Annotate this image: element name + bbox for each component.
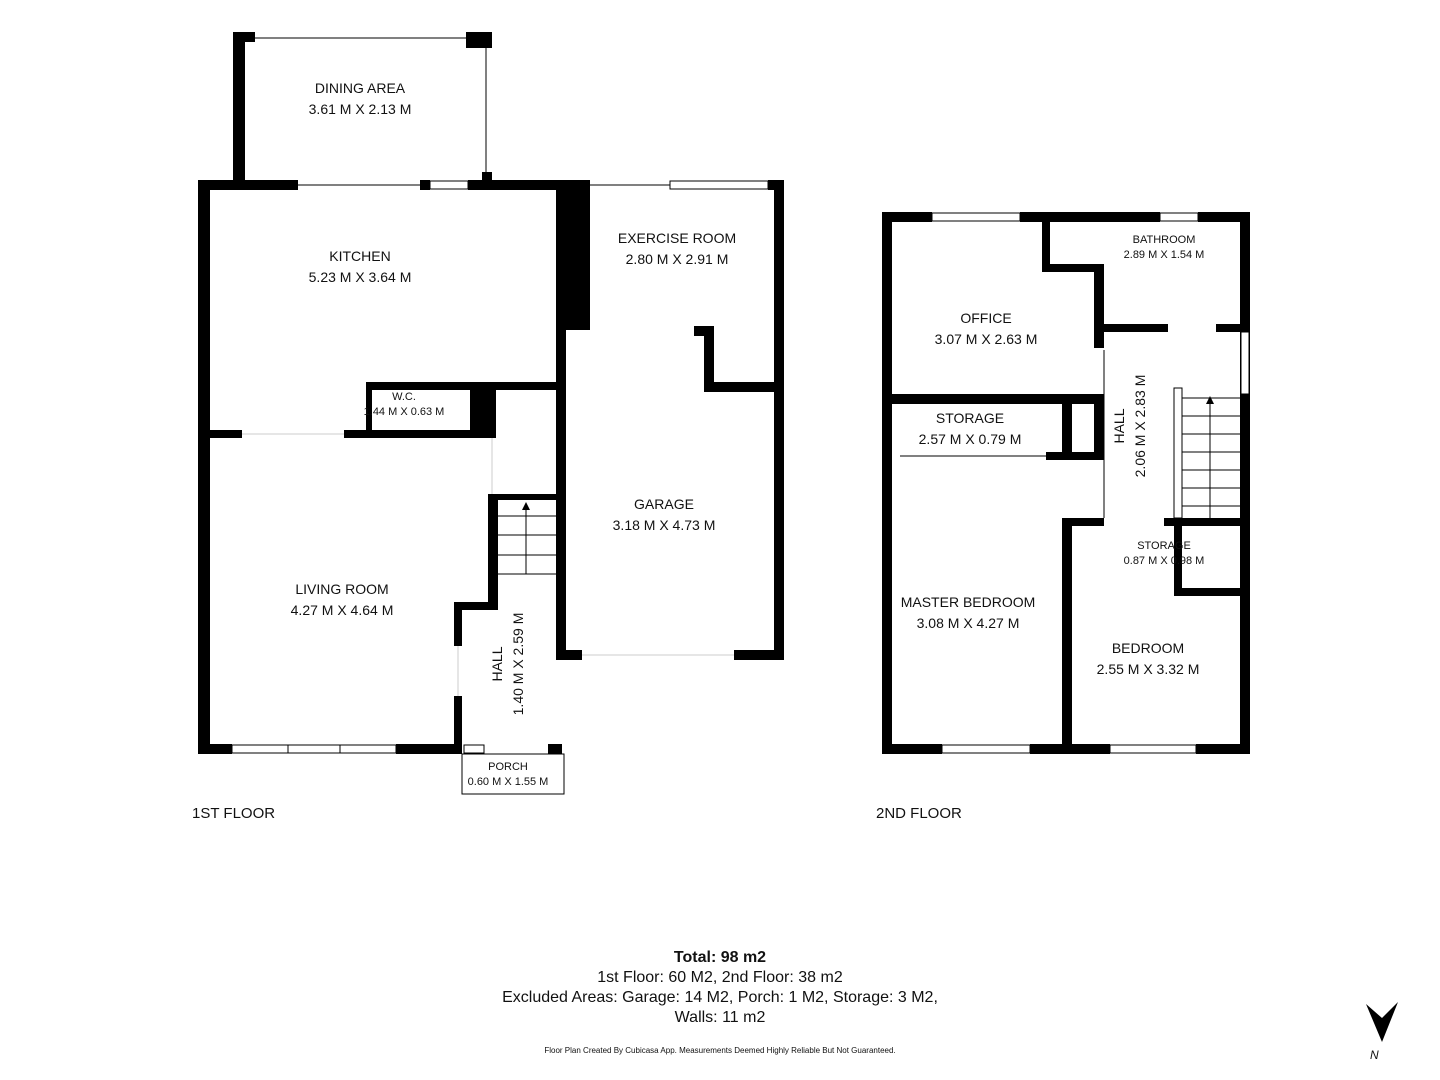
room-name: HALL	[1111, 408, 1127, 444]
room-porch: PORCH 0.60 M X 1.55 M	[468, 760, 549, 790]
area-summary: Total: 98 m2 1st Floor: 60 M2, 2nd Floor…	[502, 948, 938, 1028]
room-name: BATHROOM	[1132, 234, 1196, 246]
room-kitchen: KITCHEN 5.23 M X 3.64 M	[309, 246, 412, 288]
room-name: OFFICE	[960, 310, 1012, 326]
room-name: HALL	[489, 646, 505, 682]
room-dimensions: 2.89 M X 1.54 M	[1123, 249, 1205, 261]
walls-second-floor	[882, 212, 1250, 754]
room-name: MASTER BEDROOM	[900, 594, 1036, 610]
room-dimensions: 5.23 M X 3.64 M	[308, 269, 412, 285]
room-dimensions: 2.55 M X 3.32 M	[1096, 661, 1200, 677]
room-dimensions: 3.18 M X 4.73 M	[612, 517, 716, 533]
room-dimensions: 3.61 M X 2.13 M	[308, 101, 412, 117]
room-bathroom: BATHROOM 2.89 M X 1.54 M	[1124, 233, 1205, 263]
room-dimensions: 0.60 M X 1.55 M	[467, 776, 549, 788]
room-dimensions: 3.08 M X 4.27 M	[916, 615, 1020, 631]
room-name: EXERCISE ROOM	[617, 230, 737, 246]
windows	[231, 180, 1250, 754]
room-dimensions: 3.07 M X 2.63 M	[934, 331, 1038, 347]
room-dining: DINING AREA 3.61 M X 2.13 M	[309, 78, 412, 120]
room-bedroom: BEDROOM 2.55 M X 3.32 M	[1097, 638, 1200, 680]
room-name: GARAGE	[634, 496, 694, 512]
walls-first-floor	[198, 32, 784, 754]
floor-label-second: 2ND FLOOR	[876, 805, 962, 822]
stair-arrows	[522, 396, 1214, 510]
room-name: KITCHEN	[329, 248, 391, 264]
north-arrow-icon	[1366, 1002, 1398, 1042]
room-name: PORCH	[488, 761, 528, 773]
room-office: OFFICE 3.07 M X 2.63 M	[935, 308, 1038, 350]
room-name: LIVING ROOM	[295, 581, 389, 597]
room-dimensions: 0.87 M X 0.98 M	[1123, 555, 1205, 567]
room-storage-upper: STORAGE 2.57 M X 0.79 M	[919, 408, 1022, 450]
room-name: W.C.	[392, 391, 416, 403]
room-living: LIVING ROOM 4.27 M X 4.64 M	[291, 579, 394, 621]
wall-area: Walls: 11 m2	[674, 1009, 766, 1026]
floor-label-first: 1ST FLOOR	[192, 805, 276, 822]
room-master-bedroom: MASTER BEDROOM 3.08 M X 4.27 M	[901, 592, 1036, 634]
credit-note: Floor Plan Created By Cubicasa App. Meas…	[544, 1046, 896, 1055]
room-hall-first-floor: HALL 1.40 M X 2.59 M	[487, 613, 529, 716]
room-dimensions: 1.44 M X 0.63 M	[363, 406, 445, 418]
window-details	[255, 37, 1105, 753]
room-hall-second-floor: HALL 2.06 M X 2.83 M	[1109, 375, 1151, 478]
room-name: STORAGE	[935, 410, 1005, 426]
room-dimensions: 2.57 M X 0.79 M	[918, 431, 1022, 447]
room-dimensions: 1.40 M X 2.59 M	[510, 612, 526, 716]
excluded-areas: Excluded Areas: Garage: 14 M2, Porch: 1 …	[502, 989, 938, 1006]
room-dimensions: 4.27 M X 4.64 M	[290, 602, 394, 618]
room-dimensions: 2.06 M X 2.83 M	[1132, 374, 1148, 478]
room-wc: W.C. 1.44 M X 0.63 M	[364, 390, 445, 420]
room-garage: GARAGE 3.18 M X 4.73 M	[613, 494, 716, 536]
floor-areas: 1st Floor: 60 M2, 2nd Floor: 38 m2	[597, 969, 843, 986]
room-dimensions: 2.80 M X 2.91 M	[625, 251, 729, 267]
room-name: STORAGE	[1137, 540, 1191, 552]
room-storage-small: STORAGE 0.87 M X 0.98 M	[1124, 539, 1205, 569]
room-name: DINING AREA	[314, 80, 406, 96]
room-name: BEDROOM	[1111, 640, 1185, 656]
total-area: Total: 98 m2	[673, 949, 767, 966]
door-openings	[242, 433, 734, 696]
room-exercise: EXERCISE ROOM 2.80 M X 2.91 M	[618, 228, 736, 270]
north-label: N	[1370, 1048, 1379, 1062]
